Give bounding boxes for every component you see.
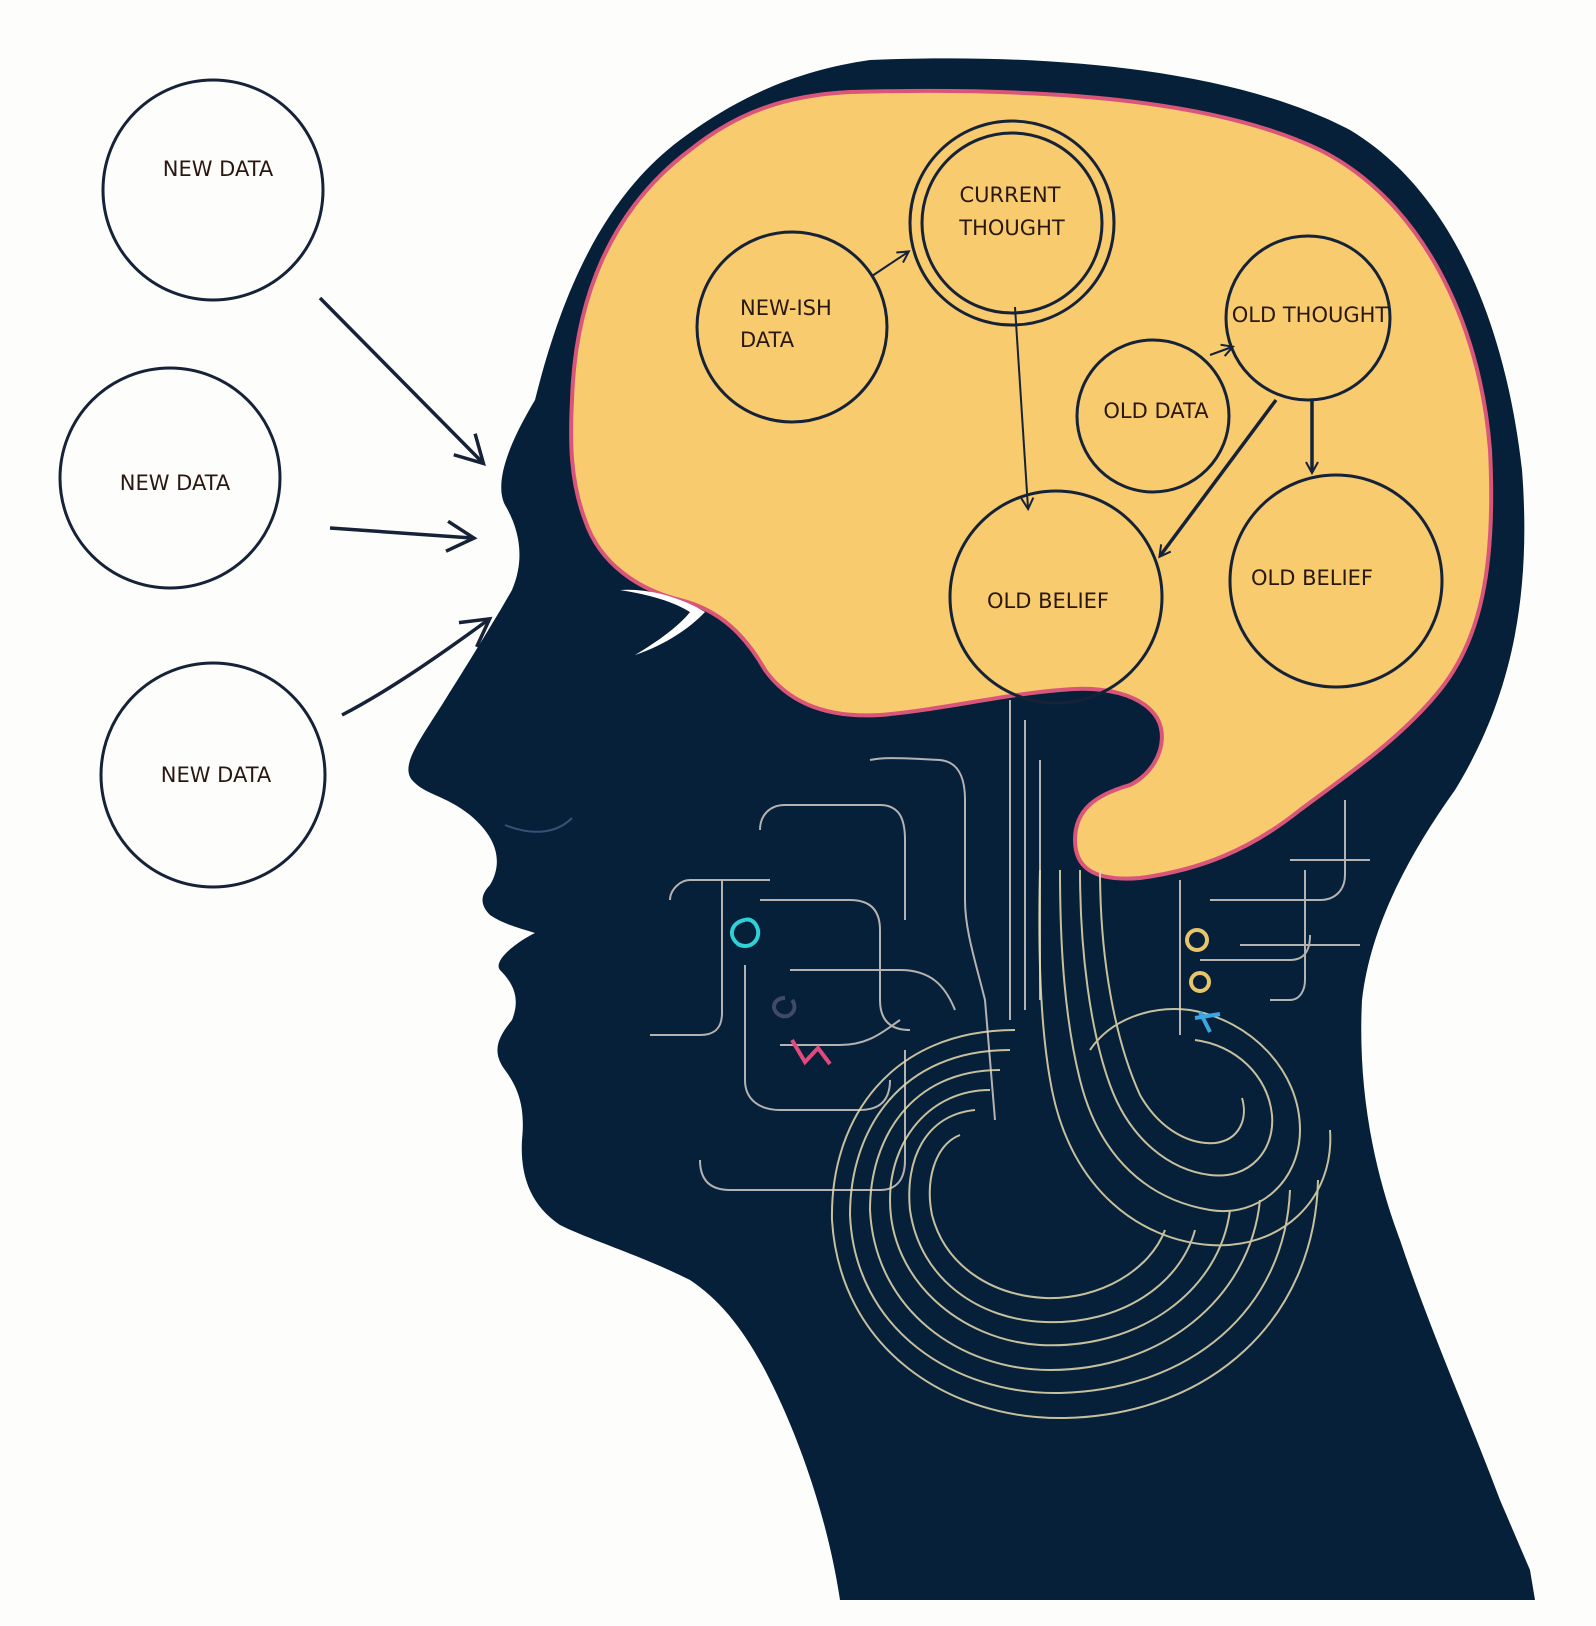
input-new-data-1: NEW DATA	[101, 78, 325, 302]
node-newish-data: NEW-ISH DATA	[695, 230, 889, 424]
closed-eye	[620, 589, 705, 655]
node-current-thought: CURRENT THOUGHT	[908, 119, 1116, 327]
edge-newish-to-current	[871, 252, 908, 277]
node-old-belief-left: OLD BELIEF	[948, 489, 1164, 705]
input-new-data-2-label: NEW DATA	[120, 471, 231, 495]
arrow-input-3-to-head	[341, 616, 493, 717]
brain-shape	[569, 88, 1494, 881]
edge-current-to-old-belief	[1014, 306, 1028, 508]
edge-old-data-to-old-thought	[1209, 347, 1232, 355]
node-old-data: OLD DATA	[1075, 338, 1231, 494]
arrow-input-2-to-head	[329, 519, 478, 553]
neck-wire-loops	[830, 869, 1332, 1420]
input-new-data-1-label: NEW DATA	[163, 157, 274, 181]
node-old-thought: OLD THOUGHT	[1224, 234, 1392, 402]
node-old-belief-right: OLD BELIEF	[1228, 473, 1444, 689]
input-new-data-2: NEW DATA	[58, 366, 282, 590]
old-belief-right-label: OLD BELIEF	[1251, 566, 1373, 590]
old-data-label: OLD DATA	[1103, 399, 1209, 423]
input-new-data-3-label: NEW DATA	[161, 763, 272, 787]
newish-data-line2: DATA	[740, 328, 795, 352]
current-thought-line2: THOUGHT	[958, 216, 1065, 240]
edge-old-thought-to-old-belief-left	[1160, 398, 1278, 556]
old-thought-label: OLD THOUGHT	[1232, 303, 1389, 327]
newish-data-line1: NEW-ISH	[740, 296, 832, 320]
current-thought-line1: CURRENT	[959, 183, 1060, 207]
arrow-input-1-to-head	[318, 296, 486, 466]
neural-glyphs	[729, 917, 1221, 1066]
input-new-data-3: NEW DATA	[99, 661, 327, 889]
cheek-line	[504, 817, 573, 833]
old-belief-left-label: OLD BELIEF	[987, 589, 1109, 613]
neural-wires	[650, 700, 1370, 1191]
